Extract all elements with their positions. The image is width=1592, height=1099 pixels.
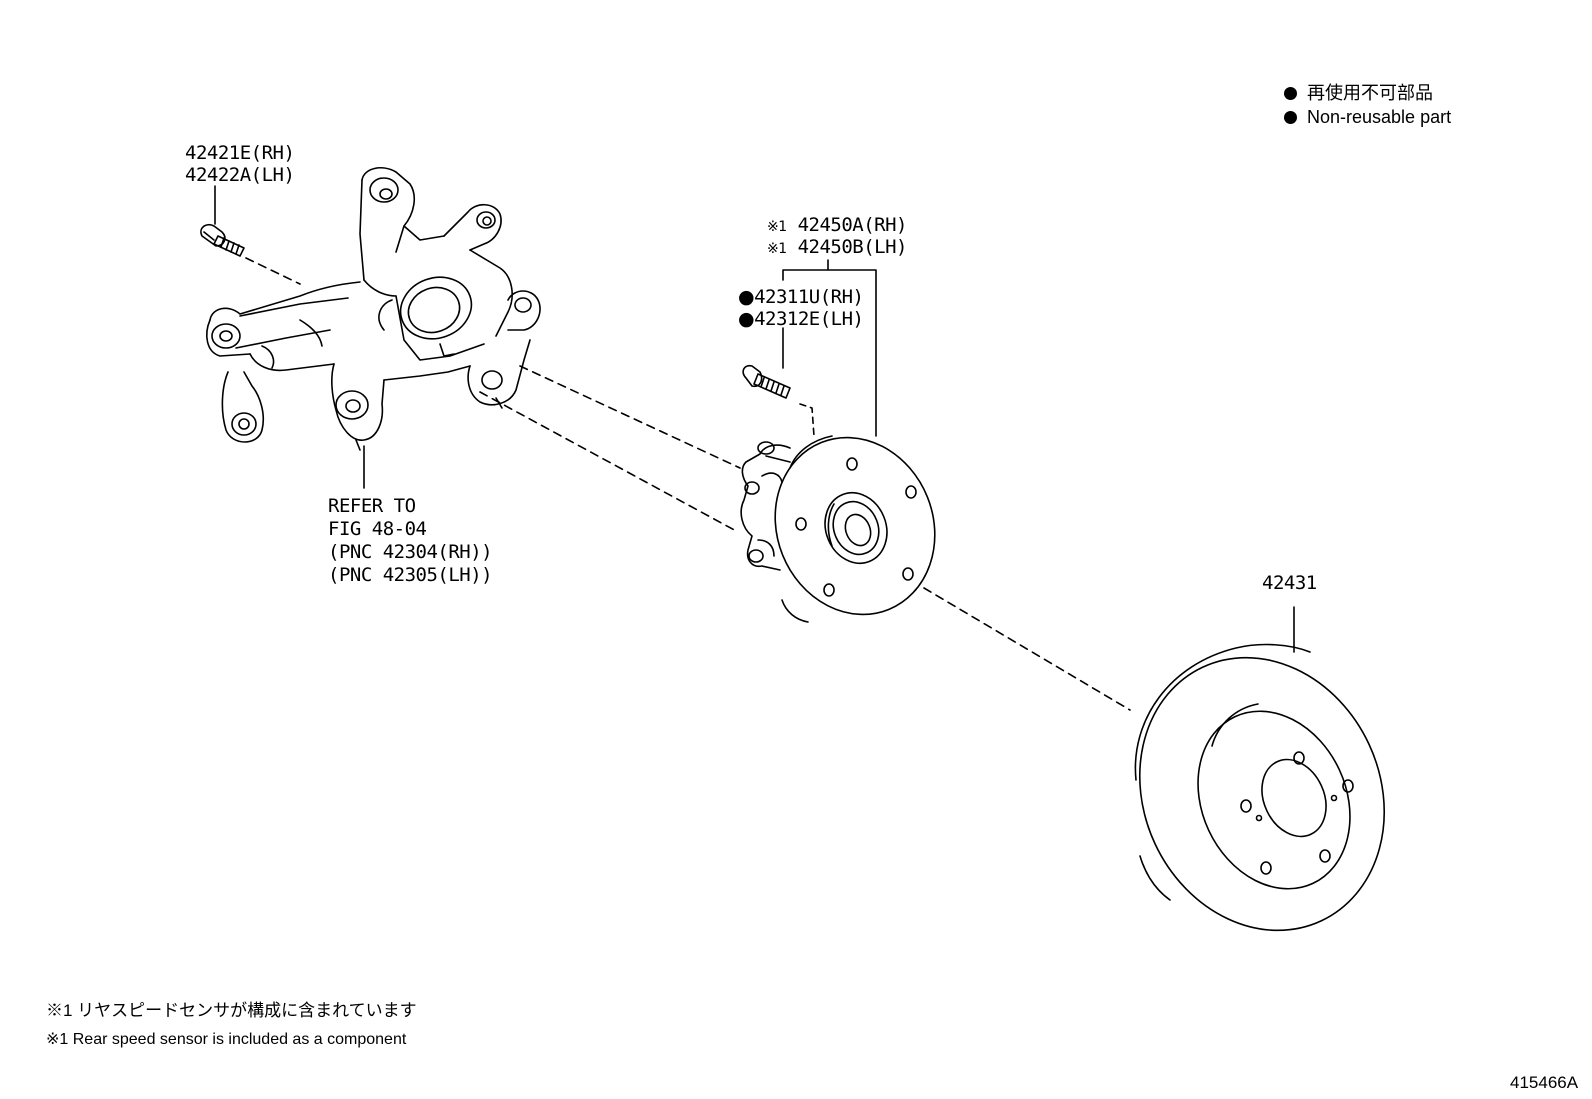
- leader-hub-assembly: [782, 259, 877, 437]
- hub-assembly-marker: ※1: [767, 241, 787, 257]
- hub-bolt-drawing: [742, 364, 791, 399]
- footnote-en: ※1 Rear speed sensor is included as a co…: [46, 1031, 407, 1048]
- hub-assembly-marker: ※1: [767, 219, 787, 235]
- knuckle-ref-line3[interactable]: (PNC 42304(RH)): [328, 541, 493, 563]
- dash-hub-disc: [923, 587, 1131, 711]
- bolt-label-lh[interactable]: 42422A(LH): [185, 164, 295, 186]
- legend-jp-text: 再使用不可部品: [1307, 83, 1433, 103]
- hub-bolt-lh-text: 42312E(LH): [754, 308, 864, 330]
- hub-assembly-label-rh[interactable]: ※1 42450A(RH): [767, 214, 907, 238]
- footnote-jp: ※1 リヤスピードセンサが構成に含まれています: [46, 1001, 417, 1020]
- legend-non-reusable-en: Non-reusable part: [1284, 104, 1451, 130]
- knuckle-ref-line1: REFER TO: [328, 495, 416, 517]
- hub-assembly-drawing: [740, 435, 936, 623]
- hub-bolt-marker: ●: [738, 286, 755, 308]
- knuckle-bolt-drawing: [200, 223, 245, 257]
- bolt-label-rh[interactable]: 42421E(RH): [185, 142, 295, 164]
- legend-non-reusable-jp: 再使用不可部品: [1284, 80, 1433, 106]
- hub-bolt-rh-text: 42311U(RH): [754, 286, 864, 308]
- dash-knuckle-hub-2: [479, 391, 739, 533]
- brake-disc-drawing: [1134, 643, 1386, 932]
- hub-bolt-marker: ●: [738, 308, 755, 330]
- knuckle-drawing: [206, 167, 541, 451]
- non-reusable-dot-icon: [1284, 87, 1297, 100]
- hub-bolt-label-lh[interactable]: ●42312E(LH): [738, 308, 864, 330]
- hub-assembly-label-lh[interactable]: ※1 42450B(LH): [767, 236, 907, 260]
- legend-en-text: Non-reusable part: [1307, 107, 1452, 127]
- non-reusable-dot-icon: [1284, 111, 1297, 124]
- knuckle-ref-line2[interactable]: FIG 48-04: [328, 518, 427, 540]
- illustration-id: 415466A: [1510, 1073, 1579, 1092]
- dash-hub-bolt: [799, 403, 815, 437]
- disc-label[interactable]: 42431: [1262, 572, 1317, 594]
- hub-assembly-rh-text: 42450A(RH): [797, 214, 908, 236]
- hub-assembly-lh-text: 42450B(LH): [797, 236, 908, 258]
- dash-bolt-knuckle: [245, 257, 301, 285]
- knuckle-ref-line4[interactable]: (PNC 42305(LH)): [328, 564, 493, 586]
- dash-knuckle-hub-1: [519, 365, 741, 469]
- hub-bolt-label-rh[interactable]: ●42311U(RH): [738, 286, 864, 308]
